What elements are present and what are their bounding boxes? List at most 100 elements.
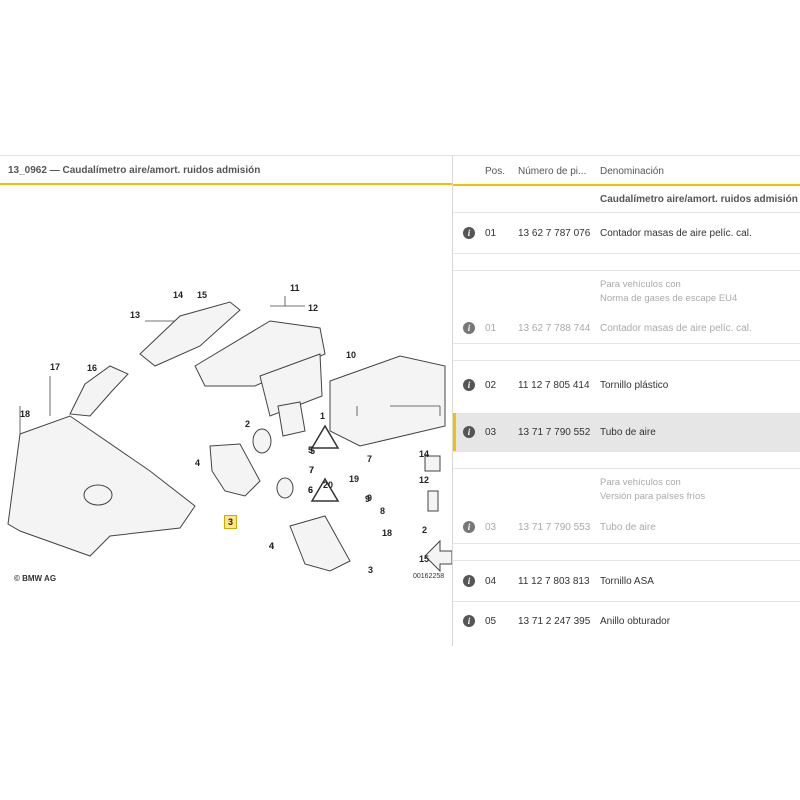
callout-label[interactable]: 18 (382, 528, 393, 538)
callout-label[interactable]: 18 (20, 409, 31, 419)
table-row[interactable]: i 04 11 12 7 803 813 Tornillo ASA (453, 561, 800, 602)
callout-label[interactable]: 1 (320, 411, 326, 421)
callout-label[interactable]: 4 (195, 458, 201, 468)
row-number: 13 62 7 787 076 (518, 228, 591, 239)
callout-label[interactable]: 13 (130, 310, 141, 320)
row-pos: 01 (485, 323, 497, 334)
note-line-2: Norma de gases de escape EU4 (600, 293, 738, 304)
exploded-parts-diagram[interactable] (0, 266, 452, 586)
callout-label[interactable]: 4 (269, 541, 275, 551)
callout-label[interactable]: 12 (308, 303, 319, 313)
callout-label[interactable]: 14 (173, 290, 184, 300)
group-title: Caudalímetro aire/amort. ruidos admisión (600, 194, 798, 205)
callout-label[interactable]: 3 (368, 565, 374, 575)
table-row[interactable]: i 05 13 71 2 247 395 Anillo obturador (453, 602, 800, 640)
info-icon[interactable]: i (463, 227, 475, 239)
note-row: Para vehículos con Norma de gases de esc… (453, 271, 800, 313)
callout-label[interactable]: 5 (308, 445, 314, 455)
row-name: Anillo obturador (600, 616, 671, 627)
callout-label[interactable]: 11 (290, 283, 300, 293)
valve-cover-shape (329, 355, 446, 447)
air-hose-upper-shape (209, 443, 261, 497)
info-icon[interactable]: i (463, 379, 475, 391)
bmw-logo-shape (83, 484, 113, 506)
row-name: Tornillo plástico (600, 380, 669, 391)
row-pos: 04 (485, 576, 497, 587)
callout-label[interactable]: 20 (323, 480, 334, 490)
clip-14-shape (424, 455, 441, 472)
info-icon[interactable]: i (463, 615, 475, 627)
callout-label[interactable]: 4 (269, 541, 275, 551)
callout-label[interactable]: 12 (419, 475, 430, 485)
parts-catalog-frame: 13_0962 — Caudalímetro aire/amort. ruido… (0, 155, 800, 646)
warning-triangle-shape (310, 424, 340, 449)
callout-label[interactable]: 10 (346, 350, 357, 360)
table-header: Pos. Número de pi... Denominación (453, 156, 800, 186)
diagram-ref-code: 00162258 (413, 573, 445, 580)
row-number: 13 62 7 788 744 (518, 323, 591, 334)
callout-label[interactable]: 3 (224, 515, 238, 529)
screw-15-shape (427, 490, 439, 512)
copyright-label: © BMW AG (14, 574, 57, 583)
callout-label[interactable]: 2 (422, 525, 428, 535)
row-number: 11 12 7 805 414 (518, 380, 590, 391)
info-icon[interactable]: i (463, 521, 475, 533)
callout-label[interactable]: 16 (87, 363, 98, 373)
callout-label[interactable]: 19 (349, 474, 360, 484)
row-number: 13 71 7 790 552 (518, 427, 591, 438)
col-pos-header[interactable]: Pos. (485, 166, 506, 177)
note-line-1: Para vehículos con (600, 279, 681, 290)
parts-table: Pos. Número de pi... Denominación Caudal… (453, 156, 800, 646)
intake-snorkel-shape (139, 301, 241, 367)
spacer-row (453, 344, 800, 361)
seal-ring-shape (252, 428, 272, 454)
callout-label[interactable]: 5 (310, 446, 316, 456)
row-pos: 03 (485, 522, 497, 533)
note-line-1: Para vehículos con (600, 477, 681, 488)
callout-label[interactable]: 7 (309, 465, 315, 475)
spacer-row (453, 544, 800, 561)
row-number: 11 12 7 803 813 (518, 576, 590, 587)
maf-sensor-shape (277, 401, 306, 437)
group-title-row: Caudalímetro aire/amort. ruidos admisión (453, 186, 800, 213)
row-name: Contador masas de aire pelíc. cal. (600, 228, 752, 239)
callout-label[interactable]: 9 (367, 493, 373, 503)
info-icon[interactable]: i (463, 426, 475, 438)
callout-label[interactable]: 15 (419, 554, 430, 564)
callout-label[interactable]: 7 (309, 465, 315, 475)
table-row-selected[interactable]: i 03 13 71 7 790 552 Tubo de aire (453, 413, 800, 452)
diagram-title: 13_0962 — Caudalímetro aire/amort. ruido… (8, 165, 261, 176)
table-row[interactable]: i 01 13 62 7 788 744 Contador masas de a… (453, 313, 800, 344)
arrow-symbol-shape (424, 539, 452, 573)
info-icon[interactable]: i (463, 322, 475, 334)
row-pos: 01 (485, 228, 497, 239)
info-icon[interactable]: i (463, 575, 475, 587)
callout-label[interactable]: 2 (245, 419, 251, 429)
callout-label[interactable]: 14 (419, 449, 430, 459)
callout-label[interactable]: 7 (367, 454, 373, 464)
row-name: Tubo de aire (600, 522, 656, 533)
callout-label[interactable]: 9 (365, 494, 371, 504)
diagram-panel: 13_0962 — Caudalímetro aire/amort. ruido… (0, 156, 453, 646)
warning-triangle-shape (310, 477, 340, 502)
seal-ring-small-shape (276, 477, 294, 499)
row-name: Tubo de aire (600, 427, 656, 438)
callout-label[interactable]: 8 (380, 506, 386, 516)
row-pos: 02 (485, 380, 497, 391)
diagram-drawing (7, 296, 452, 573)
callout-label[interactable]: 17 (50, 362, 61, 372)
callout-label[interactable]: 6 (308, 485, 314, 495)
air-duct-10-shape (259, 353, 323, 417)
callout-label[interactable]: 15 (197, 290, 208, 300)
row-pos: 05 (485, 616, 497, 627)
col-name-header[interactable]: Denominación (600, 166, 664, 177)
air-hose-lower-shape (289, 515, 351, 572)
col-number-header[interactable]: Número de pi... (518, 166, 587, 177)
table-row[interactable]: i 01 13 62 7 787 076 Contador masas de a… (453, 213, 800, 254)
row-name: Contador masas de aire pelíc. cal. (600, 323, 752, 334)
table-row[interactable]: i 03 13 71 7 790 553 Tubo de aire (453, 511, 800, 544)
row-number: 13 71 2 247 395 (518, 616, 591, 627)
note-line-2: Versión para países fríos (600, 491, 706, 502)
table-row[interactable]: i 02 11 12 7 805 414 Tornillo plástico (453, 361, 800, 415)
callout-label[interactable]: 6 (308, 485, 314, 495)
